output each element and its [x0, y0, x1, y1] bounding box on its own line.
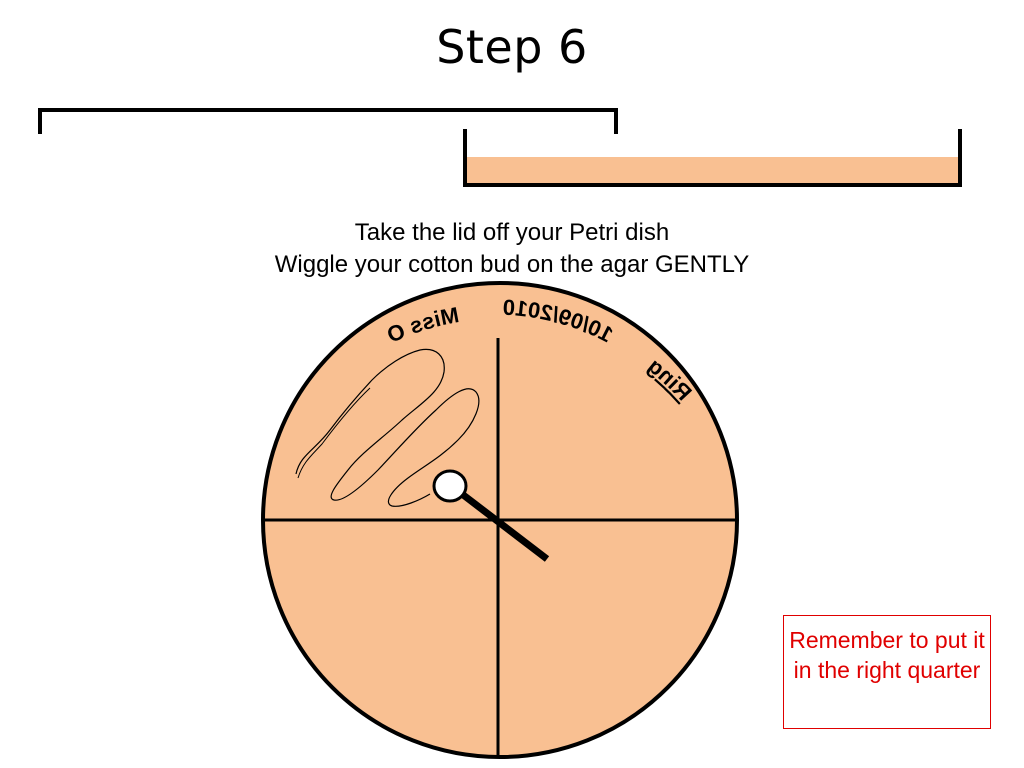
- reminder-callout: Remember to put it in the right quarter: [783, 615, 991, 729]
- slide-title: Step 6: [436, 20, 588, 74]
- swab-streak: [295, 348, 480, 507]
- cotton-bud-tip: [432, 469, 468, 503]
- instruction-line-2: Wiggle your cotton bud on the agar GENTL…: [274, 251, 750, 278]
- petri-dish-lid: [38, 108, 618, 134]
- cotton-bud-stick: [459, 491, 550, 562]
- agar-side-view: [466, 157, 959, 183]
- swab-streak-outer: [297, 387, 371, 479]
- petri-dish-base: [463, 129, 962, 187]
- instructions: Take the lid off your Petri dish Wiggle …: [0, 217, 1024, 281]
- instruction-line-1: Take the lid off your Petri dish: [354, 219, 670, 246]
